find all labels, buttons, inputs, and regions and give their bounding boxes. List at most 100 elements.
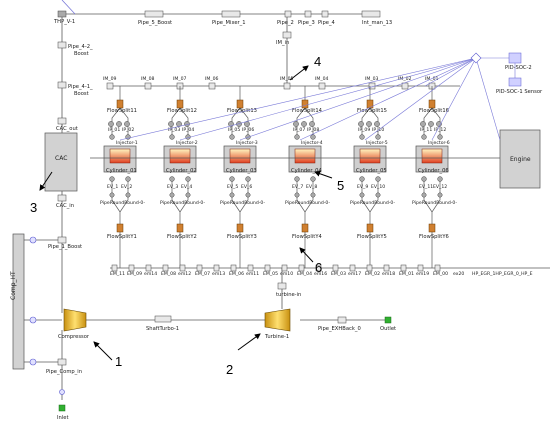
em-block[interactable] bbox=[213, 264, 220, 272]
em-block[interactable] bbox=[247, 264, 254, 272]
exhaust-valve-icon[interactable] bbox=[359, 192, 365, 198]
intake-port-im_06[interactable] bbox=[208, 82, 216, 90]
em-block[interactable] bbox=[111, 264, 118, 272]
em-block[interactable] bbox=[145, 264, 152, 272]
flowsplit-in-block[interactable] bbox=[366, 99, 374, 109]
flowsplit-out-block[interactable] bbox=[428, 223, 436, 233]
pid-junction-icon[interactable] bbox=[470, 52, 482, 64]
int-man-13-block[interactable] bbox=[361, 10, 381, 18]
em-block[interactable] bbox=[434, 264, 441, 272]
exhaust-valve-icon[interactable] bbox=[125, 176, 131, 182]
intake-valve-icon[interactable] bbox=[124, 121, 130, 127]
intake-valve-icon[interactable] bbox=[168, 121, 174, 127]
pipe-3-block[interactable] bbox=[304, 10, 312, 18]
em-block[interactable] bbox=[315, 264, 322, 272]
intake-valve-icon[interactable] bbox=[116, 121, 122, 127]
flowsplit-in-block[interactable] bbox=[428, 99, 436, 109]
intake-valve-icon[interactable] bbox=[301, 121, 307, 127]
em-block[interactable] bbox=[417, 264, 424, 272]
comp-ht-port-bot[interactable] bbox=[29, 358, 37, 366]
intake-port-im_09[interactable] bbox=[106, 82, 114, 90]
exhaust-valve-icon[interactable] bbox=[109, 176, 115, 182]
exhaust-valve-icon[interactable] bbox=[437, 176, 443, 182]
flowsplit-in-block[interactable] bbox=[176, 99, 184, 109]
flowsplit-out-block[interactable] bbox=[366, 223, 374, 233]
engine-block[interactable] bbox=[499, 129, 541, 189]
turbine-symbol[interactable] bbox=[264, 308, 291, 332]
ambient-node[interactable] bbox=[59, 389, 65, 395]
exhaust-valve-icon[interactable] bbox=[229, 192, 235, 198]
intake-valve-icon[interactable] bbox=[236, 121, 242, 127]
exhaust-valve-icon[interactable] bbox=[294, 176, 300, 182]
intake-valve-icon[interactable] bbox=[366, 121, 372, 127]
pipe-exhback-block[interactable] bbox=[337, 316, 347, 324]
exhaust-valve-icon[interactable] bbox=[421, 176, 427, 182]
em-block[interactable] bbox=[332, 264, 339, 272]
intake-valve-icon[interactable] bbox=[375, 134, 381, 140]
intake-port-im_02[interactable] bbox=[401, 82, 409, 90]
exhaust-valve-icon[interactable] bbox=[109, 192, 115, 198]
intake-valve-icon[interactable] bbox=[309, 121, 315, 127]
flowsplit-out-block[interactable] bbox=[301, 223, 309, 233]
intake-valve-icon[interactable] bbox=[374, 121, 380, 127]
pid-soc-1-block[interactable] bbox=[508, 77, 522, 87]
cac-out-block[interactable] bbox=[57, 117, 67, 125]
exhaust-valve-icon[interactable] bbox=[185, 192, 191, 198]
pipe-4-2-boost-block[interactable] bbox=[57, 41, 67, 49]
em-block[interactable] bbox=[383, 264, 390, 272]
exhaust-valve-icon[interactable] bbox=[421, 192, 427, 198]
inlet-block[interactable] bbox=[58, 404, 66, 412]
em-block[interactable] bbox=[196, 264, 203, 272]
intake-valve-icon[interactable] bbox=[310, 134, 316, 140]
pipe-4-1-boost-block[interactable] bbox=[57, 81, 67, 89]
intake-valve-icon[interactable] bbox=[229, 134, 235, 140]
cac-block[interactable] bbox=[44, 132, 78, 192]
exhaust-valve-icon[interactable] bbox=[375, 192, 381, 198]
em-block[interactable] bbox=[298, 264, 305, 272]
em-block[interactable] bbox=[162, 264, 169, 272]
exhaust-valve-icon[interactable] bbox=[185, 176, 191, 182]
cylinder-body[interactable] bbox=[163, 145, 197, 173]
pipe-2-block[interactable] bbox=[284, 10, 292, 18]
exhaust-valve-icon[interactable] bbox=[310, 192, 316, 198]
exhaust-valve-icon[interactable] bbox=[359, 176, 365, 182]
flowsplit-in-block[interactable] bbox=[116, 99, 124, 109]
em-block[interactable] bbox=[128, 264, 135, 272]
intake-port-im_08[interactable] bbox=[144, 82, 152, 90]
intake-valve-icon[interactable] bbox=[421, 134, 427, 140]
thp-v1-valve[interactable] bbox=[57, 10, 67, 18]
em-block[interactable] bbox=[230, 264, 237, 272]
flowsplit-out-block[interactable] bbox=[236, 223, 244, 233]
pipe-5-boost-block[interactable] bbox=[144, 10, 164, 18]
intake-port-im_04[interactable] bbox=[318, 82, 326, 90]
pipe-1-boost-block[interactable] bbox=[57, 236, 67, 244]
pipe-4-block[interactable] bbox=[321, 10, 329, 18]
intake-valve-icon[interactable] bbox=[108, 121, 114, 127]
intake-valve-icon[interactable] bbox=[293, 121, 299, 127]
shaft-turbo-block[interactable] bbox=[154, 315, 172, 323]
em-block[interactable] bbox=[400, 264, 407, 272]
comp-ht-block[interactable] bbox=[12, 233, 25, 370]
exhaust-valve-icon[interactable] bbox=[169, 176, 175, 182]
exhaust-valve-icon[interactable] bbox=[310, 176, 316, 182]
exhaust-valve-icon[interactable] bbox=[245, 176, 251, 182]
pipe-mixer-1-block[interactable] bbox=[221, 10, 241, 18]
intake-port-im_05[interactable] bbox=[283, 82, 291, 90]
em-block[interactable] bbox=[349, 264, 356, 272]
em-block[interactable] bbox=[264, 264, 271, 272]
intake-valve-icon[interactable] bbox=[359, 134, 365, 140]
exhaust-valve-icon[interactable] bbox=[437, 192, 443, 198]
flowsplit-in-block[interactable] bbox=[236, 99, 244, 109]
intake-valve-icon[interactable] bbox=[109, 134, 115, 140]
intake-valve-icon[interactable] bbox=[185, 134, 191, 140]
comp-ht-port-top[interactable] bbox=[29, 236, 37, 244]
pid-soc-2-block[interactable] bbox=[508, 52, 522, 64]
intake-valve-icon[interactable] bbox=[437, 134, 443, 140]
exhaust-valve-icon[interactable] bbox=[375, 176, 381, 182]
exhaust-valve-icon[interactable] bbox=[294, 192, 300, 198]
em-block[interactable] bbox=[366, 264, 373, 272]
im-in-block[interactable] bbox=[282, 31, 292, 39]
cac-in-block[interactable] bbox=[57, 194, 67, 202]
exhaust-valve-icon[interactable] bbox=[125, 192, 131, 198]
flowsplit-in-block[interactable] bbox=[301, 99, 309, 109]
